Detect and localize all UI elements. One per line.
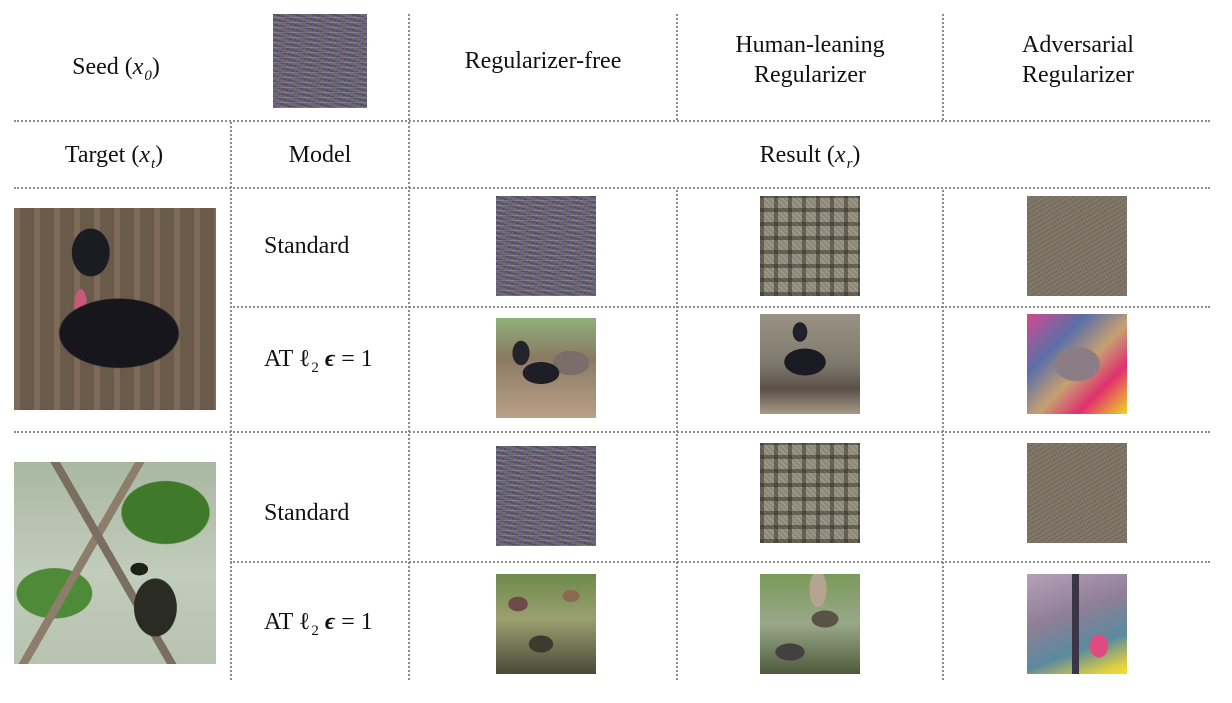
divider-h-row1 [230,306,1210,308]
result-label: Result (xr) [759,142,861,172]
divider-v-seed-right [408,14,410,680]
result-bird-at-human [760,574,860,674]
col-regularizer-free: Regularizer-free [464,48,622,74]
result-dog-at-regfree [496,318,596,418]
model-at-l2: AT ℓ2 ϵ = 1 [264,346,373,376]
divider-h-header [14,120,1210,122]
divider-v-col2-right-lower [942,190,944,680]
target-image-bird [14,462,216,664]
result-bird-standard-human [760,443,860,543]
model-label: Model [288,142,352,168]
result-bird-at-regfree [496,574,596,674]
model-standard: Standard [264,500,350,526]
divider-v-col1-right-lower [676,190,678,680]
divider-h-row3 [230,561,1210,563]
result-dog-standard-regfree [496,196,596,296]
target-image-dog [14,208,216,410]
divider-v-col2-right [942,14,944,120]
result-dog-standard-adv [1027,196,1127,296]
divider-v-target-right [230,122,232,680]
seed-label: Seed (x0) [72,54,160,84]
seed-image [273,14,367,108]
divider-v-col1-right [676,14,678,120]
result-dog-at-adv [1027,314,1127,414]
divider-h-group [14,431,1210,433]
result-dog-standard-human [760,196,860,296]
col-adversarial: Adversarial Regularizer [1022,32,1134,88]
target-label: Target (xt) [64,142,164,172]
result-bird-standard-adv [1027,443,1127,543]
model-at-l2: AT ℓ2 ϵ = 1 [264,609,373,639]
result-dog-at-human [760,314,860,414]
result-bird-at-adv [1027,574,1127,674]
model-standard: Standard [264,233,350,259]
divider-h-subheader [14,187,1210,189]
result-bird-standard-regfree [496,446,596,546]
col-human-leaning: Human-leaning Regularizer [735,32,885,88]
